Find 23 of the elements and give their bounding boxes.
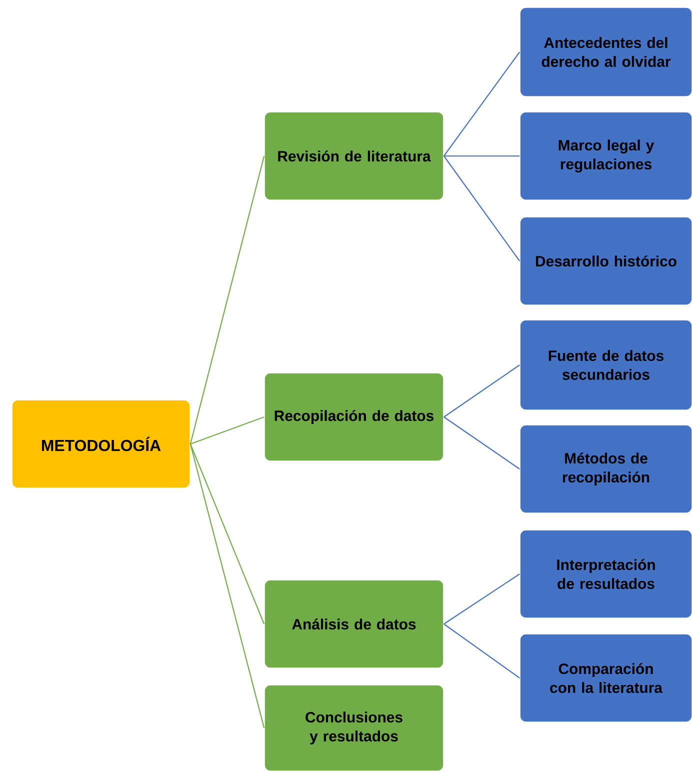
- connector-line: [444, 416, 520, 470]
- subtopic-box: Métodos de recopilación: [520, 424, 692, 514]
- subtopic-box: Desarrollo histórico: [520, 216, 692, 306]
- connector-line: [444, 624, 520, 678]
- subtopic-box: Fuente de datos secundarios: [520, 320, 692, 410]
- connector-line: [190, 156, 265, 444]
- connector-line: [190, 444, 265, 728]
- connector-line: [444, 574, 520, 624]
- connector-line: [190, 444, 265, 624]
- subtopic-box: Marco legal y regulaciones: [520, 112, 692, 200]
- subtopic-box: Interpretación de resultados: [520, 530, 692, 618]
- connector-line: [190, 416, 264, 445]
- subtopic-box: Comparación con la literatura: [520, 634, 692, 722]
- root-box: METODOLOGÍA: [12, 400, 190, 488]
- connector-line: [443, 52, 520, 156]
- topic-box: Análisis de datos: [264, 580, 444, 668]
- subtopic-box: Antecedentes del derecho al olvidar: [520, 7, 692, 97]
- topic-box: Recopilación de datos: [264, 372, 444, 462]
- connector-line: [444, 364, 520, 418]
- connector-line: [444, 155, 520, 157]
- topic-box: Conclusiones y resultados: [264, 684, 444, 771]
- topic-box: Revisión de literatura: [264, 112, 444, 200]
- connector-line: [443, 156, 520, 262]
